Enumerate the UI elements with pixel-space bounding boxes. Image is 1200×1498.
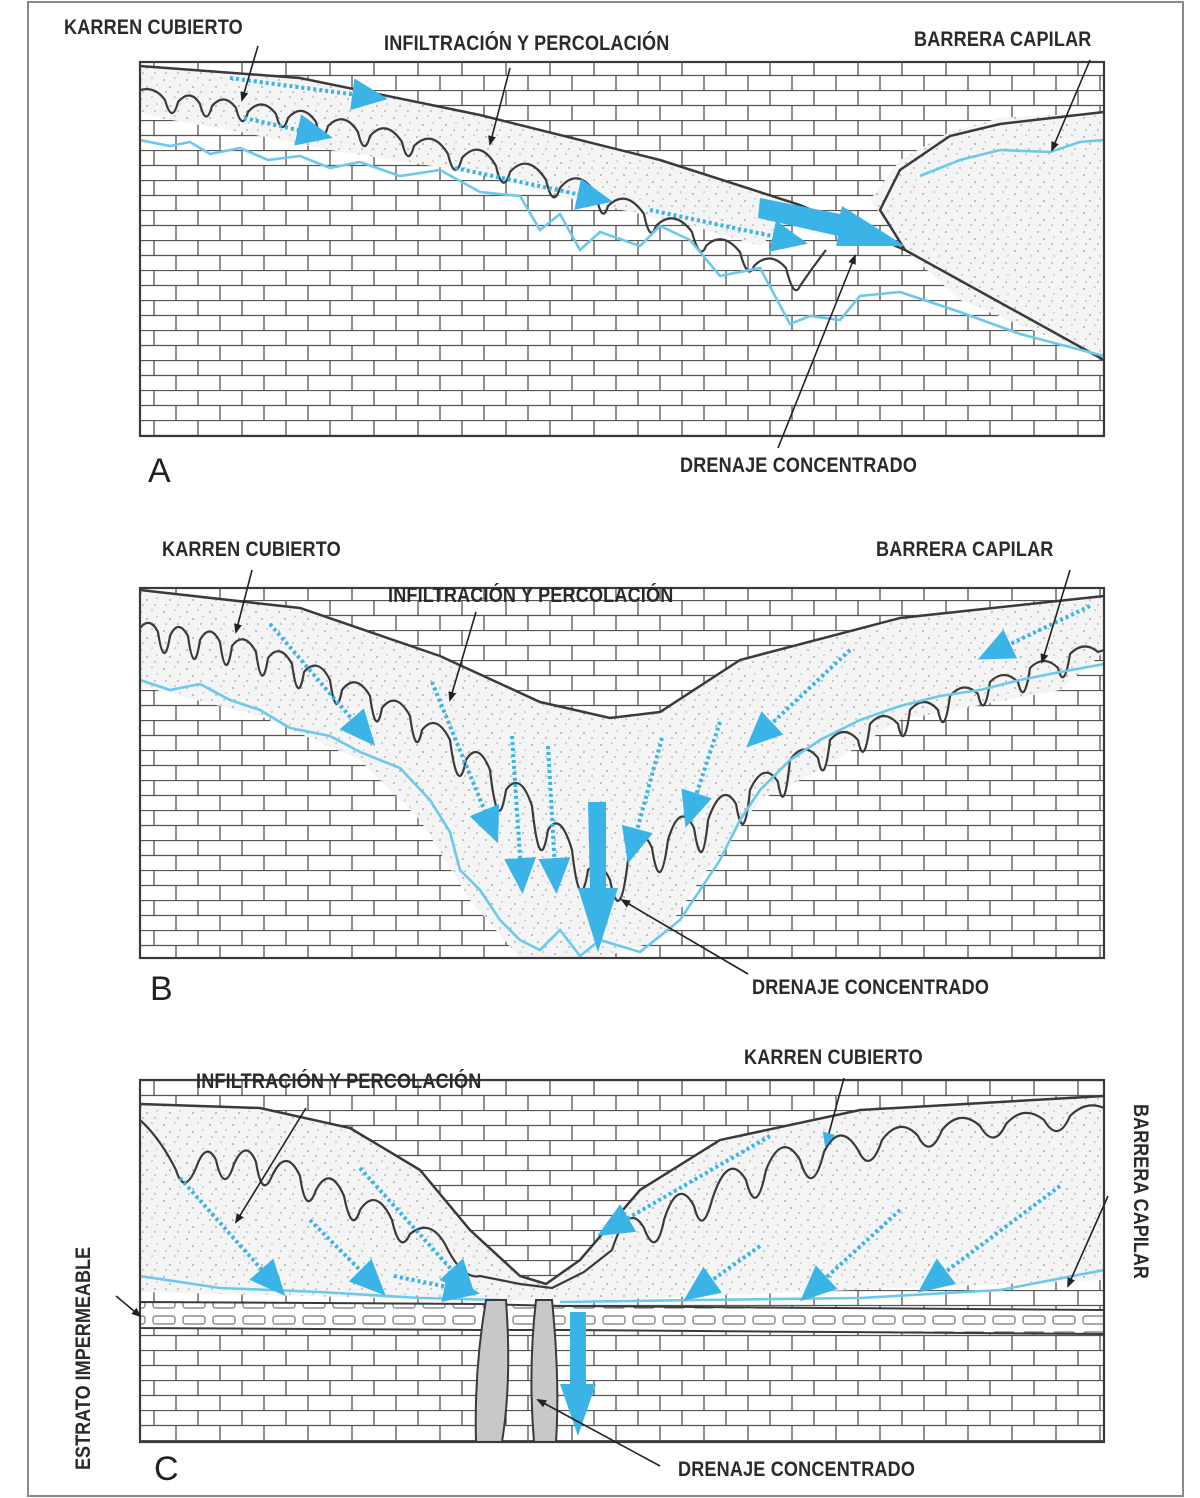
label-b-karren: KARREN CUBIERTO [162, 538, 341, 561]
label-c-impermeable: ESTRATO IMPERMEABLE [72, 1246, 95, 1470]
label-a-drainage: DRENAJE CONCENTRADO [680, 454, 918, 477]
flow-arrows [229, 76, 808, 252]
leaders-a [240, 45, 1091, 449]
label-a-infiltration: INFILTRACIÓN Y PERCOLACIÓN [384, 32, 670, 55]
concentrated-arrow [578, 802, 618, 952]
panel-b [140, 588, 1104, 958]
concentrated-arrow [758, 198, 905, 246]
soil-cover [140, 590, 1104, 958]
leaders-c [115, 1077, 1109, 1467]
label-b-barrier: BARRERA CAPILAR [876, 538, 1054, 561]
capillary-line [140, 138, 1104, 358]
label-c-karren: KARREN CUBIERTO [744, 1046, 923, 1069]
panel-letter-a: A [148, 452, 171, 490]
label-b-infiltration: INFILTRACIÓN Y PERCOLACIÓN [388, 584, 674, 607]
label-a-barrier: BARRERA CAPILAR [914, 28, 1092, 51]
panel-letter-c: C [154, 1450, 179, 1488]
concentrated-arrow [560, 1312, 596, 1436]
panel-a [140, 62, 1104, 436]
label-b-drainage: DRENAJE CONCENTRADO [752, 976, 990, 999]
leaders-b [234, 569, 1071, 975]
label-c-drainage: DRENAJE CONCENTRADO [678, 1458, 916, 1481]
panel-c [140, 1080, 1104, 1442]
panel-letter-b: B [150, 970, 173, 1008]
karren-surface [140, 1104, 1104, 1290]
flow-arrows [268, 604, 1091, 894]
conduit-right [530, 1299, 559, 1442]
conduit-left [474, 1299, 510, 1442]
soil-cover [140, 66, 1104, 360]
capillary-line [140, 662, 1104, 958]
label-c-infiltration: INFILTRACIÓN Y PERCOLACIÓN [196, 1070, 482, 1093]
figure-border [27, 1, 1184, 1497]
label-a-karren: KARREN CUBIERTO [64, 16, 243, 39]
label-c-barrier: BARRERA CAPILAR [1129, 1104, 1152, 1279]
flow-arrows [178, 1134, 1062, 1303]
